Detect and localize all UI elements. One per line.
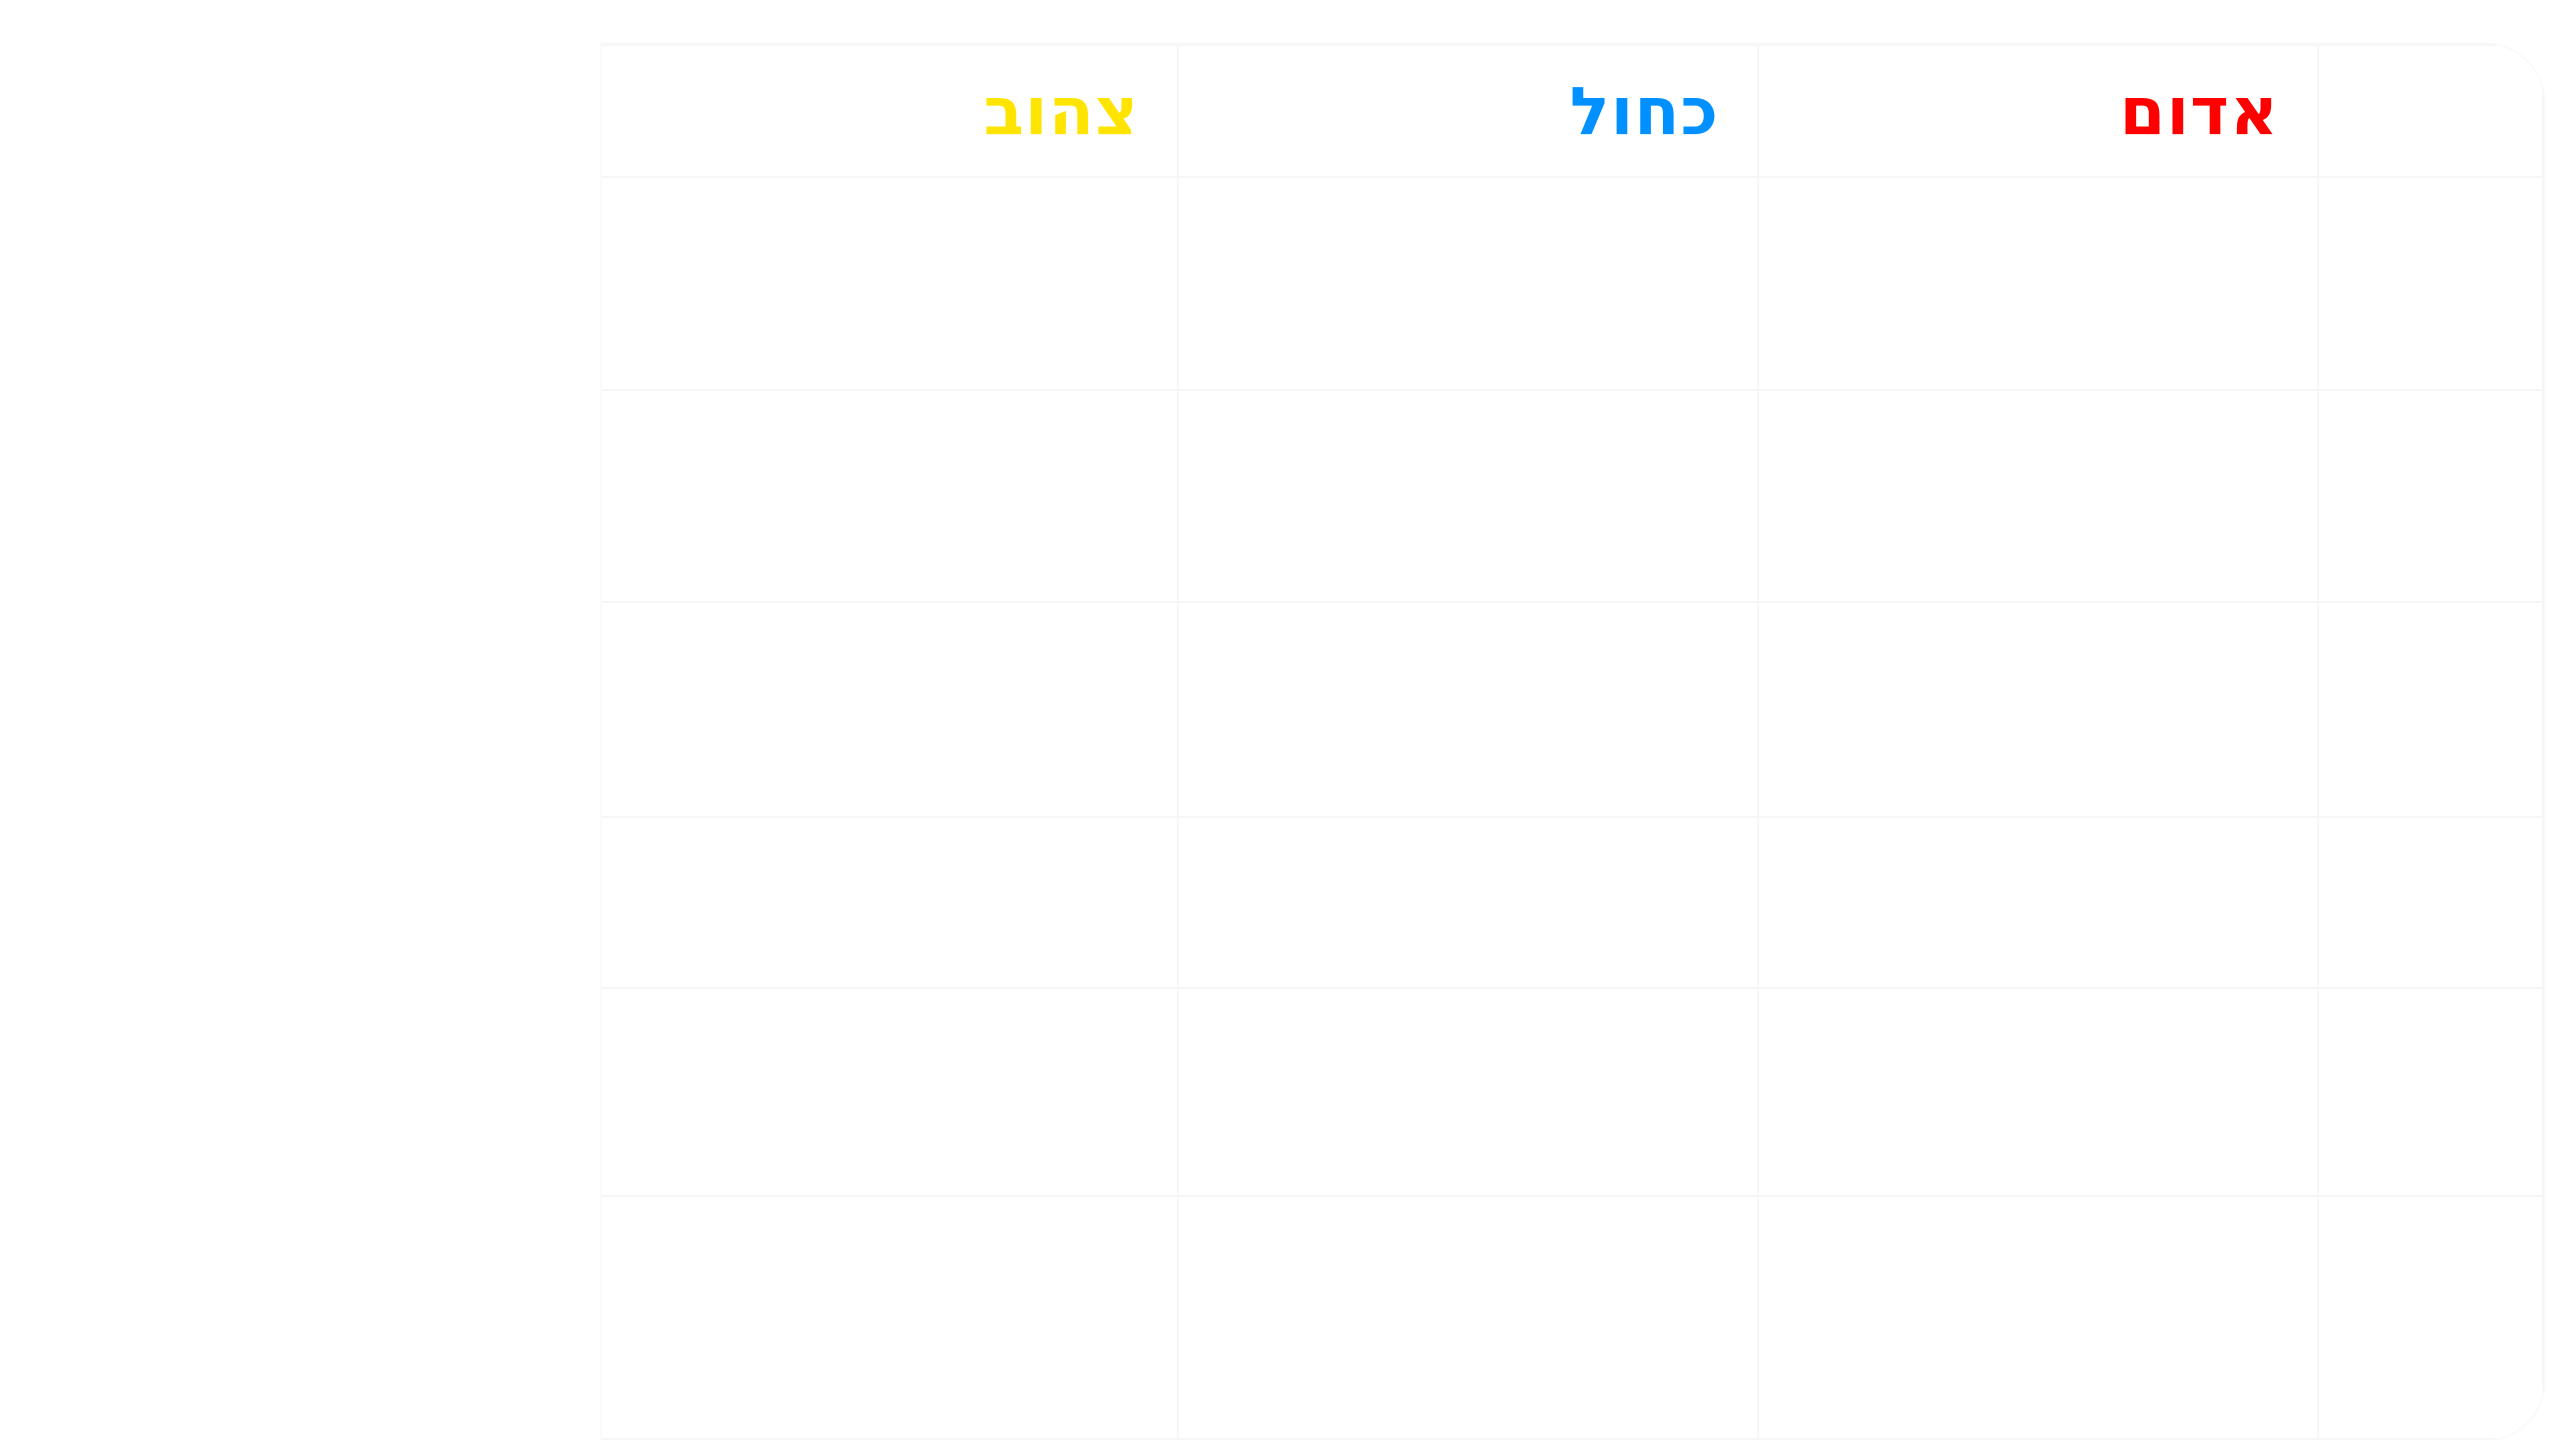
cell-blue (1177, 176, 1759, 391)
header-blue: כחול (1177, 44, 1759, 178)
row-label (2317, 176, 2544, 391)
table-row (602, 816, 2544, 989)
cell-red (1757, 601, 2319, 819)
cell-red (1757, 816, 2319, 989)
header-empty-cell (2317, 44, 2544, 178)
cell-blue (1177, 1195, 1759, 1440)
table-row (602, 601, 2544, 819)
table-row (602, 1195, 2544, 1440)
header-red: אדום (1757, 44, 2319, 178)
table-row (602, 388, 2544, 604)
cell-red (1757, 986, 2319, 1198)
color-comparison-table: אדום כחול צהוב (602, 44, 2544, 1440)
header-row: אדום כחול צהוב (602, 44, 2544, 178)
cell-yellow (602, 816, 1179, 989)
cell-blue (1177, 388, 1759, 604)
cell-blue (1177, 601, 1759, 819)
cell-yellow (602, 986, 1179, 1198)
table-row (602, 176, 2544, 391)
color-comparison-table-container: אדום כחול צהוב (602, 44, 2544, 1440)
cell-blue (1177, 986, 1759, 1198)
header-yellow: צהוב (602, 44, 1179, 178)
cell-yellow (602, 388, 1179, 604)
row-label (2317, 388, 2544, 604)
cell-yellow (602, 601, 1179, 819)
cell-red (1757, 176, 2319, 391)
row-label (2317, 986, 2544, 1198)
cell-yellow (602, 1195, 1179, 1440)
row-label (2317, 601, 2544, 819)
cell-red (1757, 388, 2319, 604)
table-row (602, 986, 2544, 1198)
cell-yellow (602, 176, 1179, 391)
row-label (2317, 1195, 2544, 1440)
cell-red (1757, 1195, 2319, 1440)
row-label (2317, 816, 2544, 989)
cell-blue (1177, 816, 1759, 989)
